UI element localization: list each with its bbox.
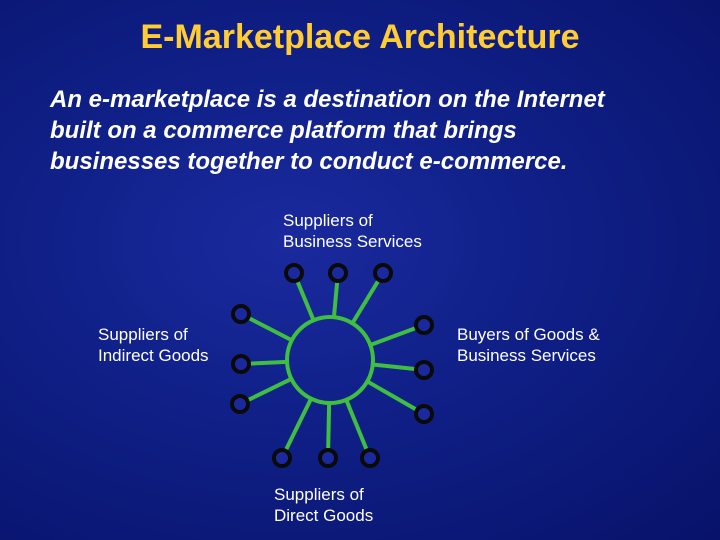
- spoke-connector: [326, 400, 332, 452]
- spoke-connector: [368, 326, 418, 347]
- participant-node: [414, 315, 434, 335]
- label-line: Buyers of Goods &: [457, 325, 600, 344]
- participant-node: [272, 448, 292, 468]
- spoke-connector: [246, 376, 294, 403]
- label-line: Suppliers of: [283, 211, 373, 230]
- participant-node: [230, 394, 250, 414]
- label-line: Suppliers of: [274, 485, 364, 504]
- spoke-connector: [344, 397, 369, 452]
- spoke-connector: [283, 396, 314, 452]
- participant-node: [360, 448, 380, 468]
- participant-node: [414, 360, 434, 380]
- marketplace-hub-circle: [285, 315, 375, 405]
- label-line: Indirect Goods: [98, 346, 209, 365]
- spoke-connector: [295, 279, 316, 323]
- label-line: Suppliers of: [98, 325, 188, 344]
- label-line: Direct Goods: [274, 506, 374, 525]
- intro-paragraph: An e-marketplace is a destination on the…: [50, 86, 605, 175]
- spoke-connector: [365, 379, 419, 412]
- spoke-connector: [331, 279, 340, 320]
- participant-node: [231, 304, 251, 324]
- participant-node: [373, 263, 393, 283]
- slide-title: E-Marketplace Architecture: [140, 18, 580, 56]
- label-suppliers-indirect-goods: Suppliers of Indirect Goods: [98, 324, 209, 366]
- spoke-connector: [247, 359, 290, 366]
- spoke-connector: [350, 278, 381, 326]
- label-line: Business Services: [457, 346, 596, 365]
- spoke-connector: [246, 316, 294, 343]
- label-suppliers-business-services: Suppliers of Business Services: [283, 210, 422, 252]
- participant-node: [318, 448, 338, 468]
- participant-node: [328, 263, 348, 283]
- participant-node: [284, 263, 304, 283]
- participant-node: [231, 354, 251, 374]
- participant-node: [414, 404, 434, 424]
- label-suppliers-direct-goods: Suppliers of Direct Goods: [274, 484, 373, 526]
- label-buyers: Buyers of Goods & Business Services: [457, 324, 600, 366]
- label-line: Business Services: [283, 232, 422, 251]
- spoke-connector: [370, 362, 418, 372]
